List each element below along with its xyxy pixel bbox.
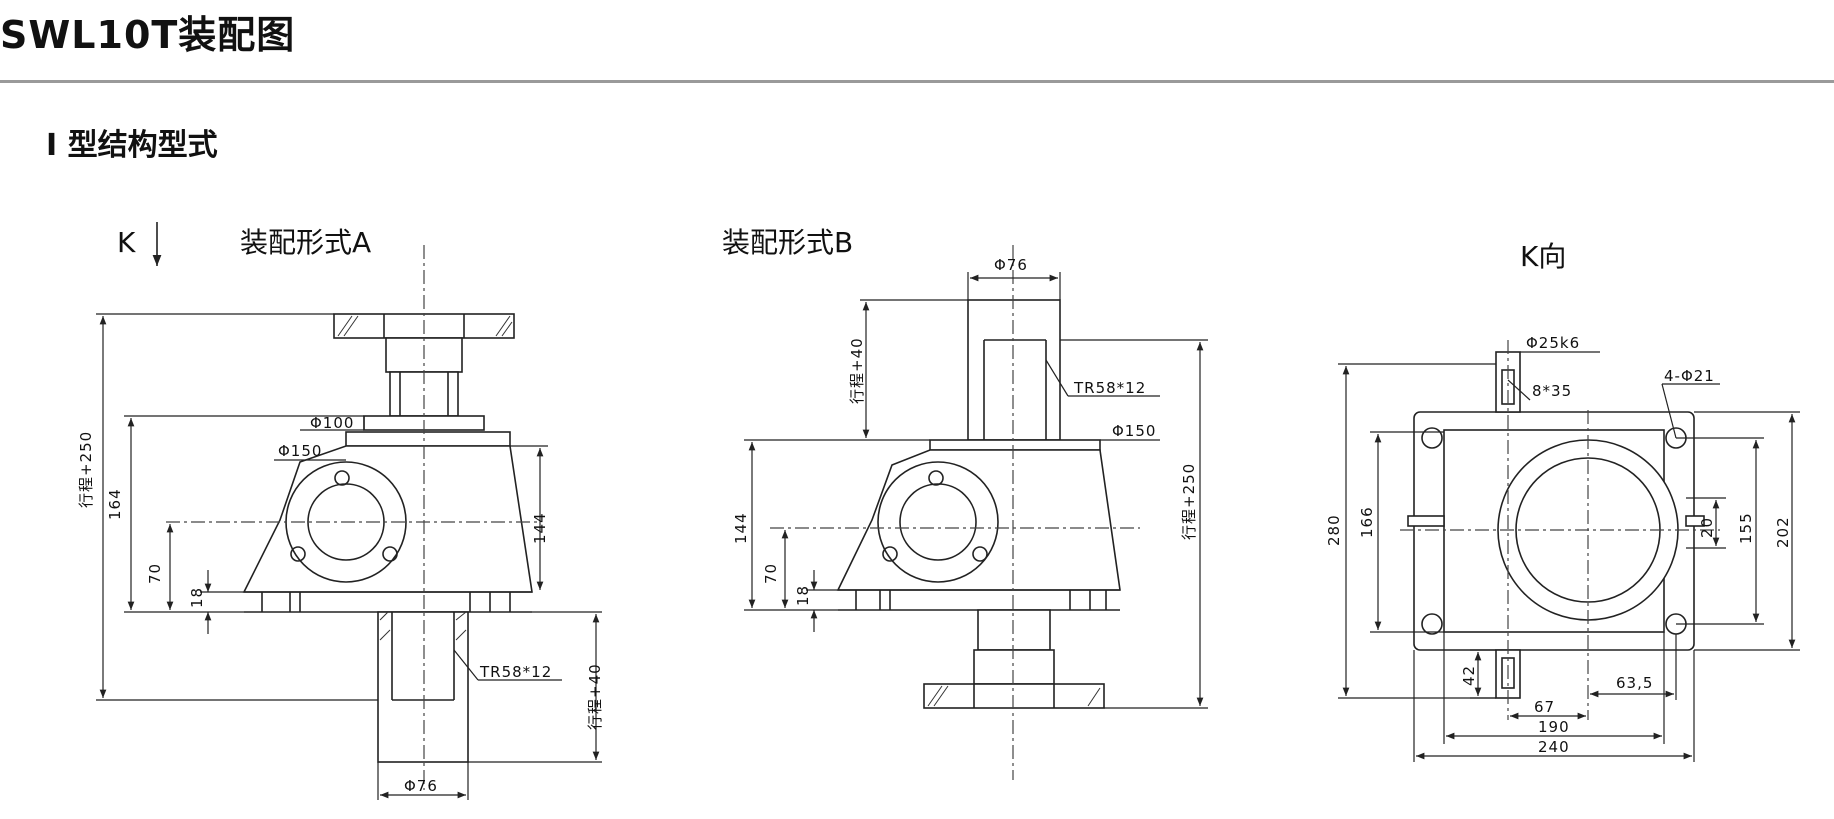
- dim-k-155: 155: [1737, 512, 1755, 544]
- dim-k-42: 42: [1460, 665, 1478, 686]
- dim-b-tr: TR58*12: [1073, 379, 1146, 397]
- dim-b-144: 144: [732, 512, 750, 544]
- dim-a-phi100: Φ100: [310, 414, 354, 432]
- dim-k-63: 63,5: [1616, 674, 1653, 692]
- view-b-label: 装配形式B: [722, 226, 853, 259]
- dim-b-stroke250: 行程+250: [1180, 463, 1198, 540]
- view-a: K 装配形式A: [77, 222, 604, 800]
- dim-k-key: 8*35: [1532, 382, 1572, 400]
- dim-k-67: 67: [1534, 698, 1555, 716]
- dim-a-18: 18: [188, 587, 206, 608]
- view-k: K向 Φ25k6 8*35 4-Φ21 2: [1325, 240, 1800, 762]
- k-view-marker: K: [117, 226, 136, 259]
- dim-k-202: 202: [1774, 516, 1792, 548]
- section-subtitle: I 型结构型式: [46, 128, 218, 163]
- dim-a-stroke40: 行程+40: [586, 663, 604, 730]
- dim-a-phi76: Φ76: [404, 777, 438, 795]
- dim-k-holes: 4-Φ21: [1664, 367, 1715, 385]
- dim-a-70: 70: [146, 563, 164, 584]
- dim-a-tr: TR58*12: [479, 663, 552, 681]
- dim-a-phi150: Φ150: [278, 442, 322, 460]
- dim-a-164: 164: [106, 488, 124, 520]
- dim-k-166: 166: [1358, 506, 1376, 538]
- dim-b-phi150: Φ150: [1112, 422, 1156, 440]
- dim-k-20: 20: [1698, 517, 1716, 538]
- dim-b-stroke40: 行程+40: [848, 337, 866, 404]
- dim-a-144: 144: [531, 512, 549, 544]
- title-divider: [0, 80, 1834, 83]
- view-a-label: 装配形式A: [240, 226, 371, 259]
- dim-b-70: 70: [762, 563, 780, 584]
- view-k-label: K向: [1520, 240, 1566, 273]
- view-b: 装配形式B Φ76 行程+40: [722, 226, 1208, 780]
- dim-k-280: 280: [1325, 514, 1343, 546]
- dim-k-190: 190: [1538, 718, 1570, 736]
- page-title: SWL10T装配图: [0, 13, 296, 57]
- dim-k-240: 240: [1538, 738, 1570, 756]
- dim-b-phi76: Φ76: [994, 256, 1028, 274]
- dim-k-phi25: Φ25k6: [1526, 334, 1580, 352]
- dim-b-18: 18: [794, 585, 812, 606]
- dim-a-stroke250: 行程+250: [77, 431, 95, 508]
